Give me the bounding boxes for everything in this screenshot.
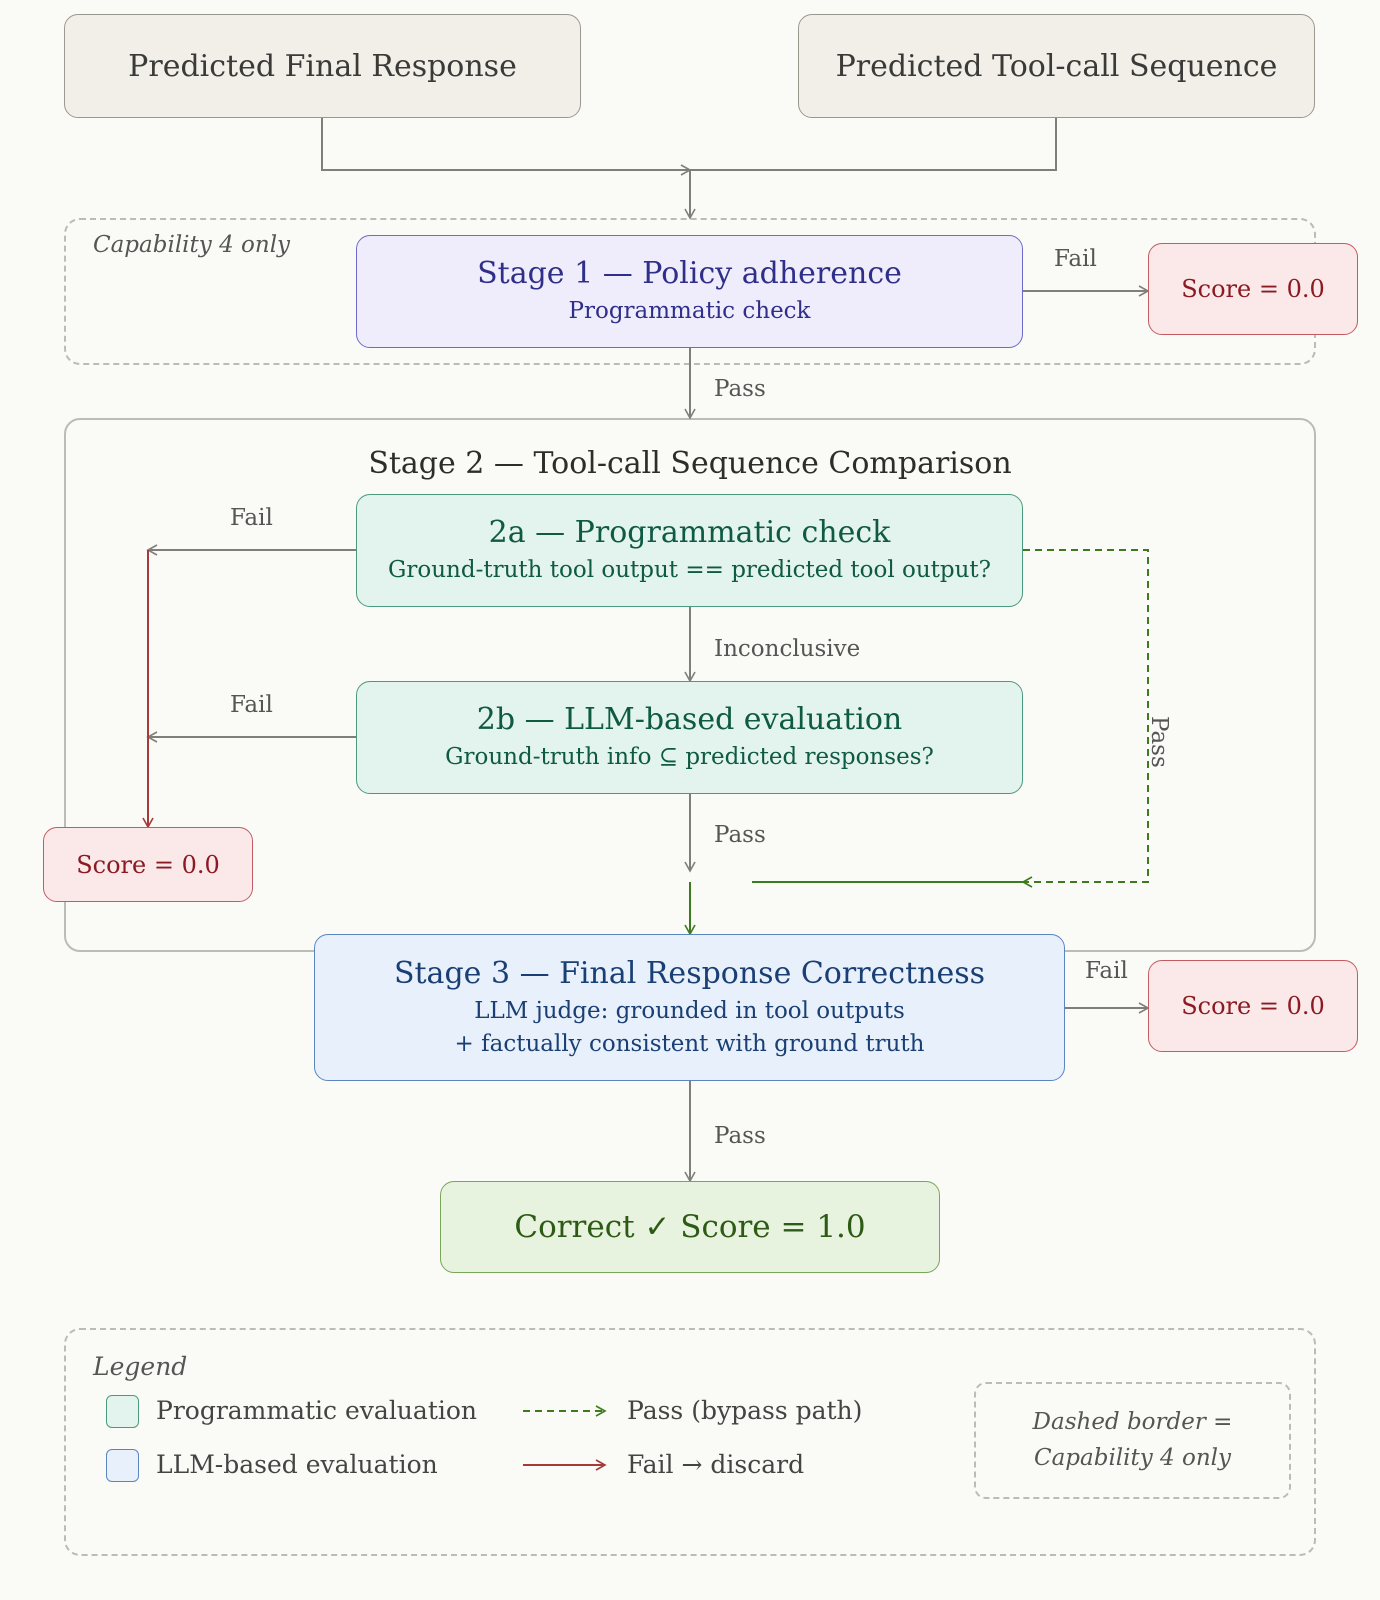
stage3-pass-label: Pass bbox=[714, 1123, 766, 1149]
stage3-fail-label: Fail bbox=[1085, 958, 1128, 984]
legend-llm-label: LLM-based evaluation bbox=[156, 1450, 438, 1479]
arrow-inputs-merge bbox=[321, 118, 692, 176]
stage2b-pass-label: Pass bbox=[714, 822, 766, 848]
stage1-subtitle: Programmatic check bbox=[568, 298, 811, 325]
stage2b-box: 2b — LLM-based evaluation Ground-truth i… bbox=[356, 681, 1023, 794]
stage2a-fail-label: Fail bbox=[230, 505, 273, 531]
inconclusive-label: Inconclusive bbox=[714, 636, 861, 662]
predicted-tool-sequence-box: Predicted Tool-call Sequence bbox=[798, 14, 1315, 118]
stage1-pass-label: Pass bbox=[714, 376, 766, 402]
stage3-fail-score-text: Score = 0.0 bbox=[1181, 992, 1325, 1020]
capability-4-note: Capability 4 only bbox=[93, 232, 291, 258]
stage3-fail-score: Score = 0.0 bbox=[1148, 960, 1358, 1052]
bypass-pass-label: Pass bbox=[1146, 716, 1172, 768]
stage1-title: Stage 1 — Policy adherence bbox=[477, 256, 902, 292]
legend-dashed-note-line2: Capability 4 only bbox=[1033, 1444, 1232, 1471]
predicted-final-response-box: Predicted Final Response bbox=[64, 14, 581, 118]
stage2-fail-score: Score = 0.0 bbox=[43, 827, 253, 902]
predicted-tool-sequence-label: Predicted Tool-call Sequence bbox=[835, 48, 1278, 84]
legend-title: Legend bbox=[93, 1352, 188, 1381]
stage2b-fail-label: Fail bbox=[230, 692, 273, 718]
stage3-title: Stage 3 — Final Response Correctness bbox=[393, 955, 986, 991]
stage1-fail-score: Score = 0.0 bbox=[1148, 243, 1358, 335]
stage2b-subtitle: Ground-truth info ⊆ predicted responses? bbox=[445, 744, 934, 771]
legend-programmatic-label: Programmatic evaluation bbox=[156, 1396, 478, 1425]
legend-pass-bypass-label: Pass (bypass path) bbox=[627, 1396, 863, 1425]
legend-llm-swatch bbox=[106, 1449, 139, 1482]
stage1-fail-score-text: Score = 0.0 bbox=[1181, 275, 1325, 303]
stage3-box: Stage 3 — Final Response Correctness LLM… bbox=[314, 934, 1065, 1081]
stage2a-subtitle: Ground-truth tool output == predicted to… bbox=[388, 557, 991, 584]
legend-dashed-note-line1: Dashed border = bbox=[1032, 1408, 1233, 1435]
stage2a-box: 2a — Programmatic check Ground-truth too… bbox=[356, 494, 1023, 607]
stage2b-title: 2b — LLM-based evaluation bbox=[476, 702, 903, 738]
correct-result-text: Correct ✓ Score = 1.0 bbox=[514, 1209, 866, 1245]
stage2-fail-score-text: Score = 0.0 bbox=[76, 850, 220, 879]
stage1-fail-label: Fail bbox=[1054, 246, 1097, 272]
legend-fail-discard-label: Fail → discard bbox=[627, 1450, 805, 1479]
legend-dashed-note-box: Dashed border = Capability 4 only bbox=[974, 1382, 1291, 1499]
legend-container bbox=[64, 1328, 1316, 1556]
legend-programmatic-swatch bbox=[106, 1395, 139, 1428]
arrow-2a-bypass bbox=[1021, 549, 1149, 888]
stage2-title: Stage 2 — Tool-call Sequence Comparison bbox=[368, 446, 1012, 481]
predicted-final-response-label: Predicted Final Response bbox=[128, 48, 517, 84]
arrow-tool-seq-merge bbox=[690, 118, 1057, 171]
stage3-line1: LLM judge: grounded in tool outputs bbox=[474, 997, 905, 1024]
stage3-line2: + factually consistent with ground truth bbox=[454, 1031, 925, 1057]
correct-result-box: Correct ✓ Score = 1.0 bbox=[440, 1181, 940, 1273]
stage1-box: Stage 1 — Policy adherence Programmatic … bbox=[356, 235, 1023, 348]
stage2a-title: 2a — Programmatic check bbox=[488, 515, 891, 551]
